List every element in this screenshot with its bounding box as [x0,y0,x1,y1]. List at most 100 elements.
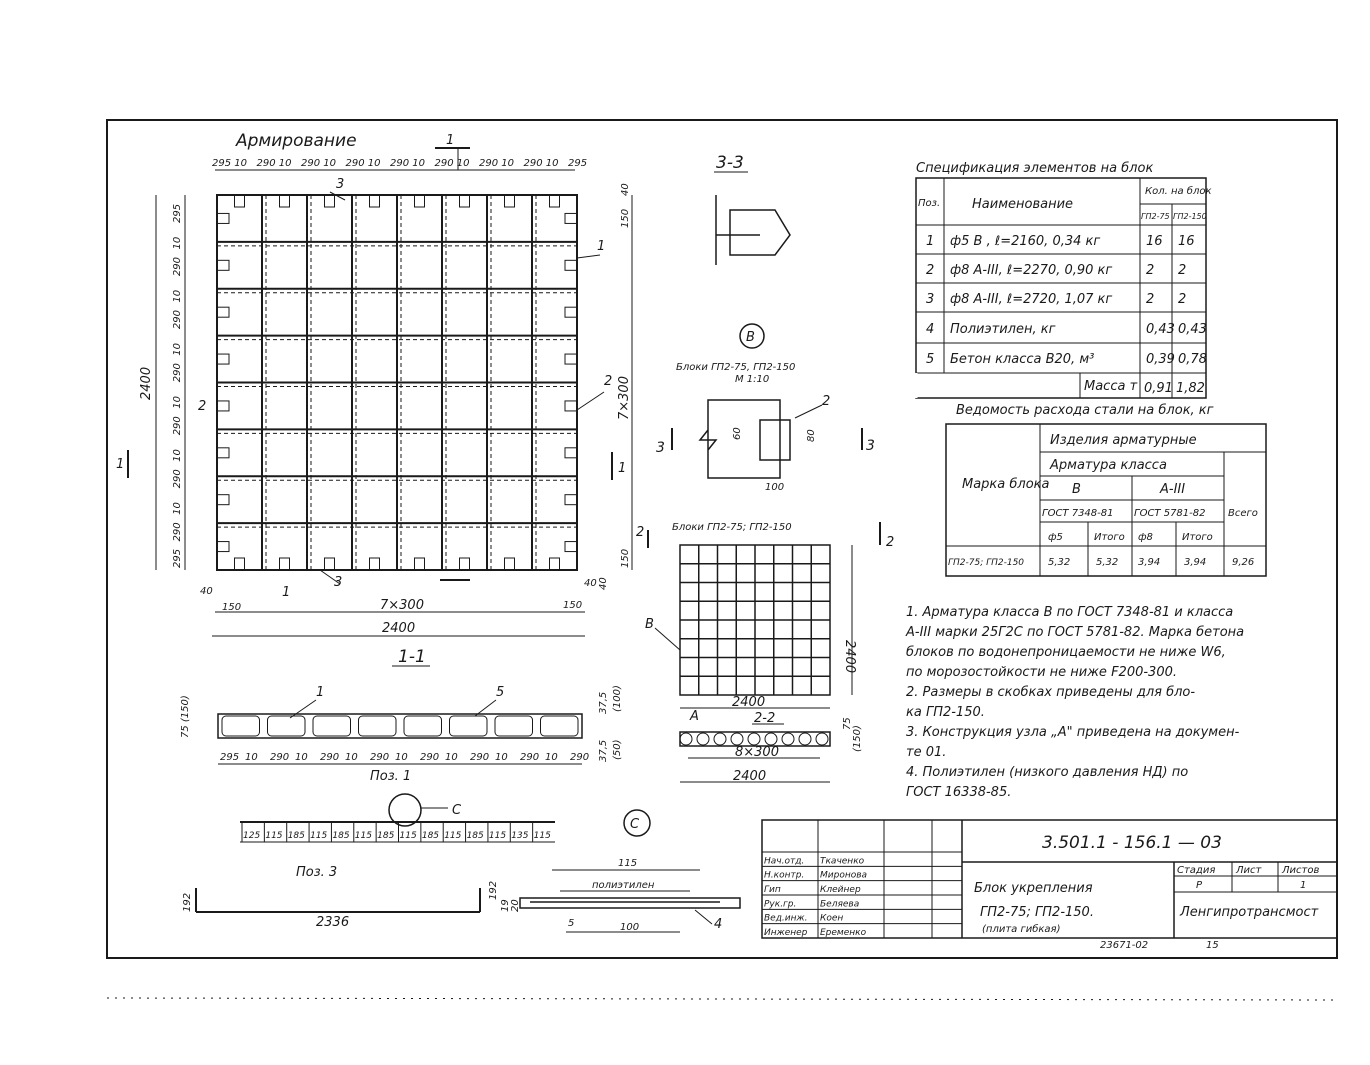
spec-row-pos: 1 [926,234,934,249]
tb-role: Нач.отд. [764,856,804,866]
detail-c-dim-19: 19 [500,899,511,912]
detail-b-circle [739,323,765,349]
top-dim-label: 10 [457,158,470,169]
bottom-40-left: 40 [200,586,213,597]
section-1-1-dim-label: 295 [220,752,239,763]
section-1-1-segments [221,715,579,737]
detail-b-dim-100: 100 [765,482,784,493]
section-2-2-link [747,732,761,746]
pos3-dim-192-right: 192 [488,881,499,900]
section-1-1-dim-label: 290 [470,752,489,763]
section-2-2-link [730,732,744,746]
detail-b-shape [698,399,791,479]
small-block-leader-b: В [645,617,654,632]
cut-1-right-mark: 1 [618,461,626,476]
section-1-1-slab [217,713,583,739]
steel-h-total: Всего [1228,508,1258,519]
tb-name: Ткаченко [820,856,865,866]
left-dim-label: 295 [172,549,183,568]
pos-2-right-leader [576,391,605,411]
steel-v3: 3,94 [1138,557,1160,568]
steel-row-mark: ГП2-75; ГП2-150 [948,558,1024,568]
section-2-2-node-a: А [689,709,699,724]
steel-h-sum2: Итого [1182,532,1213,543]
top-dim-label: 290 [435,158,454,169]
spec-row-qty-a: 2 [1146,292,1154,307]
steel-h-gost1: ГОСТ 7348-81 [1042,508,1114,519]
cut-1-top-mark: 1 [446,133,454,148]
bottom-150-right: 150 [563,600,582,611]
detail-c-dim-5: 5 [568,918,574,929]
section-2-2-link [679,732,693,746]
edge-notch-right [564,494,578,506]
spec-row-name: ф8 А-III, ℓ=2720, 1,07 кг [950,292,1112,307]
edge-notch-bottom [279,557,290,571]
steel-h-mark: Марка блока [962,477,1050,492]
detail-b-scale: М 1:10 [735,374,769,385]
top-dim-label: 295 [568,158,587,169]
section-2-2-link [764,732,778,746]
steel-h-b: В [1072,482,1081,497]
edge-notch-top [414,194,425,208]
detail-c-circle-label: С [630,817,640,832]
spec-row-qty-b: 0,43 [1178,322,1207,337]
spec-row-name: Бетон класса В20, м³ [950,352,1094,367]
bottom-40-right: 40 [584,578,597,589]
steel-v4: 3,94 [1184,557,1206,568]
edge-notch-bottom [414,557,425,571]
detail-b-cut-left: 3 [656,440,665,456]
left-dim-label: 290 [172,257,183,276]
small-block-view: Блоки ГП2-75; ГП2-150 2 2 В 2400 2400 [636,522,894,710]
section-1-1-pos-1-leader [289,699,317,719]
tb-sheets: 1 [1300,880,1306,891]
edge-notch-left [216,494,230,506]
pos3-dim-label: 185 [377,831,394,841]
edge-notch-top [369,194,380,208]
edge-notch-right [564,541,578,553]
section-1-1-pos-label: Поз. 1 [370,769,411,784]
section-1-1-dim-label: 10 [495,752,508,763]
tb-code: 3.501.1 - 156.1 — 03 [1042,833,1222,853]
edge-notch-left [216,541,230,553]
edge-notch-top [324,194,335,208]
left-dim-label: 290 [172,310,183,329]
tb-name: Коен [820,914,843,924]
small-block-caption: Блоки ГП2-75; ГП2-150 [672,522,792,533]
spec-row-name: ф8 А-III, ℓ=2270, 0,90 кг [950,263,1112,278]
small-block-leader-b-line [654,627,681,651]
section-2-2-dim-150: (150) [852,725,863,752]
tb-title-line-1: Блок укрепления [974,881,1093,896]
spec-col-qty-label: Кол. на блок [1145,185,1212,197]
spec-table-title: Спецификация элементов на блок [916,161,1153,176]
right-dim-150-bottom: 150 [620,549,631,568]
edge-notch-top [279,194,290,208]
spec-row-pos: 5 [926,352,934,367]
tb-h-sheets: Листов [1281,865,1319,876]
tb-role: Гип [764,885,781,895]
tb-role: Вед.инж. [764,914,808,924]
pos3-dim-label: 185 [288,831,305,841]
top-dim-label: 10 [501,158,514,169]
spec-row-pos: 4 [926,322,934,337]
pos-1-right: 1 [597,239,605,254]
spec-mass-b: 1,82 [1176,381,1205,396]
section-1-1-dim-label: 290 [320,752,339,763]
note-line-9: 4. Полиэтилен (низкого давления НД) по [906,765,1188,780]
spec-row-qty-a: 0,43 [1146,322,1175,337]
section-1-1-dim-label: 290 [420,752,439,763]
steel-h-sum1: Итого [1094,532,1125,543]
section-1-1-right-50: (50) [612,739,623,760]
section-2-2-link [815,732,829,746]
detail-b-pos-2: 2 [822,394,830,409]
detail-b-circle-label: B [746,330,755,345]
edge-notch-bottom [324,557,335,571]
detail-b-cut-right: 3 [866,438,875,454]
small-block-height-label: 2400 [842,640,857,673]
steel-h-products: Изделия арматурные [1050,433,1197,448]
